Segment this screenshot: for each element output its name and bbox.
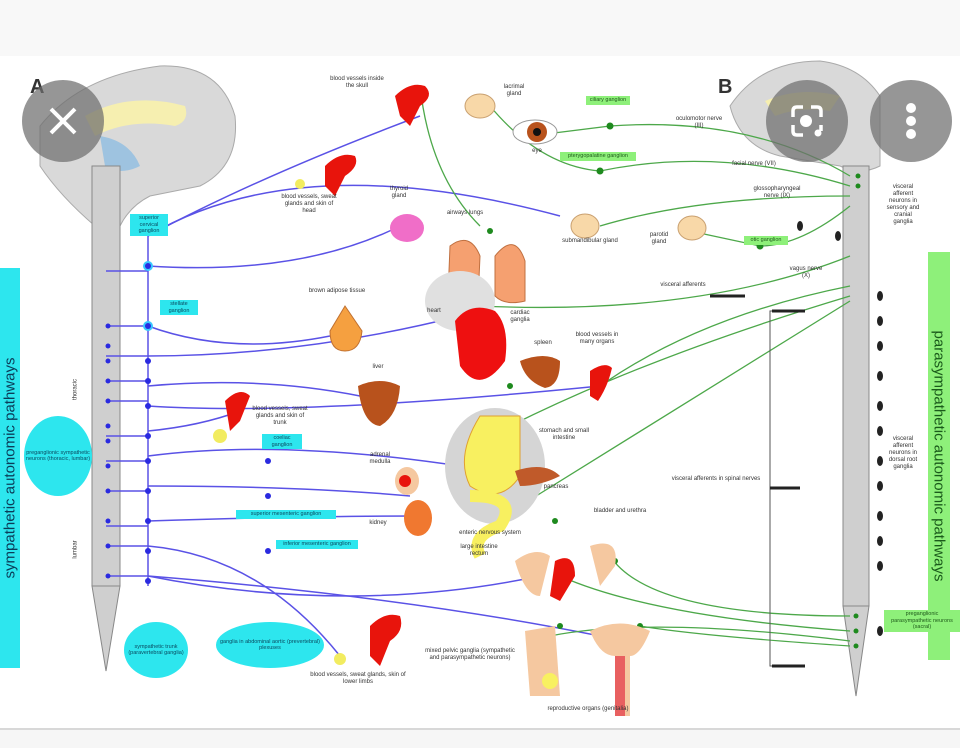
celiac-ganglion-label: coeliac ganglion (262, 434, 302, 449)
paravertebral-chain-label: sympathetic trunk (paravertebral ganglia… (124, 622, 188, 678)
viewer-top-bar (0, 0, 960, 56)
organ-illustrations (213, 84, 707, 716)
afferent-bracket (710, 294, 805, 668)
google-lens-button[interactable] (766, 80, 848, 162)
sacral-preganglionic-label: preganglionic parasympathetic neurons (s… (884, 610, 960, 632)
visceral-afferents-spinal-label: visceral afferents in spinal nerves (671, 476, 761, 482)
close-button[interactable] (22, 80, 104, 162)
autonomic-diagram-artwork (39, 60, 883, 716)
spleen-label: spleen (534, 340, 552, 346)
glossopharyngeal-nerve-label: glossopharyngeal nerve (IX) (753, 186, 801, 199)
panel-b-letter: B (718, 76, 733, 98)
dorsal-root-ganglia (797, 221, 883, 636)
submandibular-gland-label: submandibular gland (562, 238, 618, 244)
pelvic-ganglia-label: mixed pelvic ganglia (sympathetic and pa… (425, 648, 515, 661)
liver-label: liver (372, 364, 384, 370)
sweat-glands-head-label: blood vessels, sweat glands and skin of … (281, 194, 337, 214)
sympathetic-title-banner: sympathetic autonomic pathways (0, 268, 20, 668)
enteric-system-label: enteric nervous system (459, 530, 521, 536)
cardiac-ganglia-label: cardiac ganglia (510, 310, 530, 323)
pancreas-label: pancreas (543, 484, 569, 490)
more-options-button[interactable] (870, 80, 952, 162)
parotid-gland-label: parotid gland (649, 232, 669, 245)
thyroid-gland-label: thyroid gland (389, 186, 408, 199)
facial-nerve-label: facial nerve (VII) (732, 161, 776, 167)
large-intestine-label: large intestine rectum (460, 544, 498, 557)
viewer-bottom-bar (0, 728, 960, 748)
spinal-cord-right (842, 165, 870, 607)
pterygopalatine-ganglion-label: pterygopalatine ganglion (560, 152, 636, 161)
eye-label: eye (532, 148, 542, 154)
visceral-afferents-label: visceral afferents (660, 282, 706, 288)
spinal-afferent-neurons-label: visceral afferent neurons in dorsal root… (888, 436, 918, 470)
vessels-abdomen-label: blood vessels in many organs (575, 332, 619, 345)
stomach-intestine-label: stomach and small intestine (538, 428, 590, 441)
more-vertical-icon (906, 103, 916, 139)
close-icon (49, 107, 77, 135)
sweat-glands-trunk-label: blood vessels, sweat glands and skin of … (252, 406, 308, 426)
google-lens-icon (791, 105, 823, 137)
lumbar-label: lumbar (72, 540, 79, 559)
diagram-image[interactable]: sympathetic autonomic pathways parasympa… (0, 56, 960, 728)
vessels-head-label: blood vessels inside the skull (330, 76, 384, 89)
cranial-afferent-neurons-label: visceral afferent neurons in sensory and… (886, 184, 920, 225)
parasympathetic-fibers (419, 85, 851, 647)
adrenal-medulla-label: adrenal medulla (369, 452, 391, 465)
kidney-label: kidney (369, 520, 387, 526)
parasympathetic-title-banner: parasympathetic autonomic pathways (928, 252, 950, 660)
spinal-cord-left (91, 165, 121, 587)
reproductive-organs-label: reproductive organs (genitalia) (547, 706, 629, 712)
sweat-glands-limbs-label: blood vessels, sweat glands, skin of low… (310, 672, 406, 685)
sympathetic-ganglia-dots (105, 261, 271, 584)
preganglionic-neurons-label: preganglionic sympathetic neurons (thora… (24, 416, 92, 496)
thoracic-label: thoracic (72, 379, 79, 401)
superior-mesenteric-ganglion-label: superior mesenteric ganglion (236, 510, 336, 519)
vagus-nerve-label: vagus nerve (X) (789, 266, 823, 279)
inferior-mesenteric-ganglion-label: inferior mesenteric ganglion (276, 540, 358, 549)
oculomotor-nerve-label: oculomotor nerve (III) (675, 116, 723, 129)
sympathetic-fibers (106, 115, 601, 657)
ciliary-ganglion-label: ciliary ganglion (586, 96, 630, 105)
heart-label: heart (427, 308, 441, 314)
brown-adipose-label: brown adipose tissue (308, 288, 366, 294)
prevertebral-ganglia-label: ganglia in abdominal aortic (prevertebra… (216, 622, 324, 668)
airways-lungs-label: airways lungs (446, 210, 484, 216)
superior-cervical-ganglion-label: superior cervical ganglion (130, 214, 168, 236)
bladder-label: bladder and urethra (593, 508, 647, 514)
lacrimal-gland-label: lacrimal gland (503, 84, 525, 97)
blood-vessel-head (395, 84, 429, 126)
otic-ganglion-label: otic ganglion (744, 236, 788, 245)
stellate-ganglion-label: stellate ganglion (160, 300, 198, 315)
